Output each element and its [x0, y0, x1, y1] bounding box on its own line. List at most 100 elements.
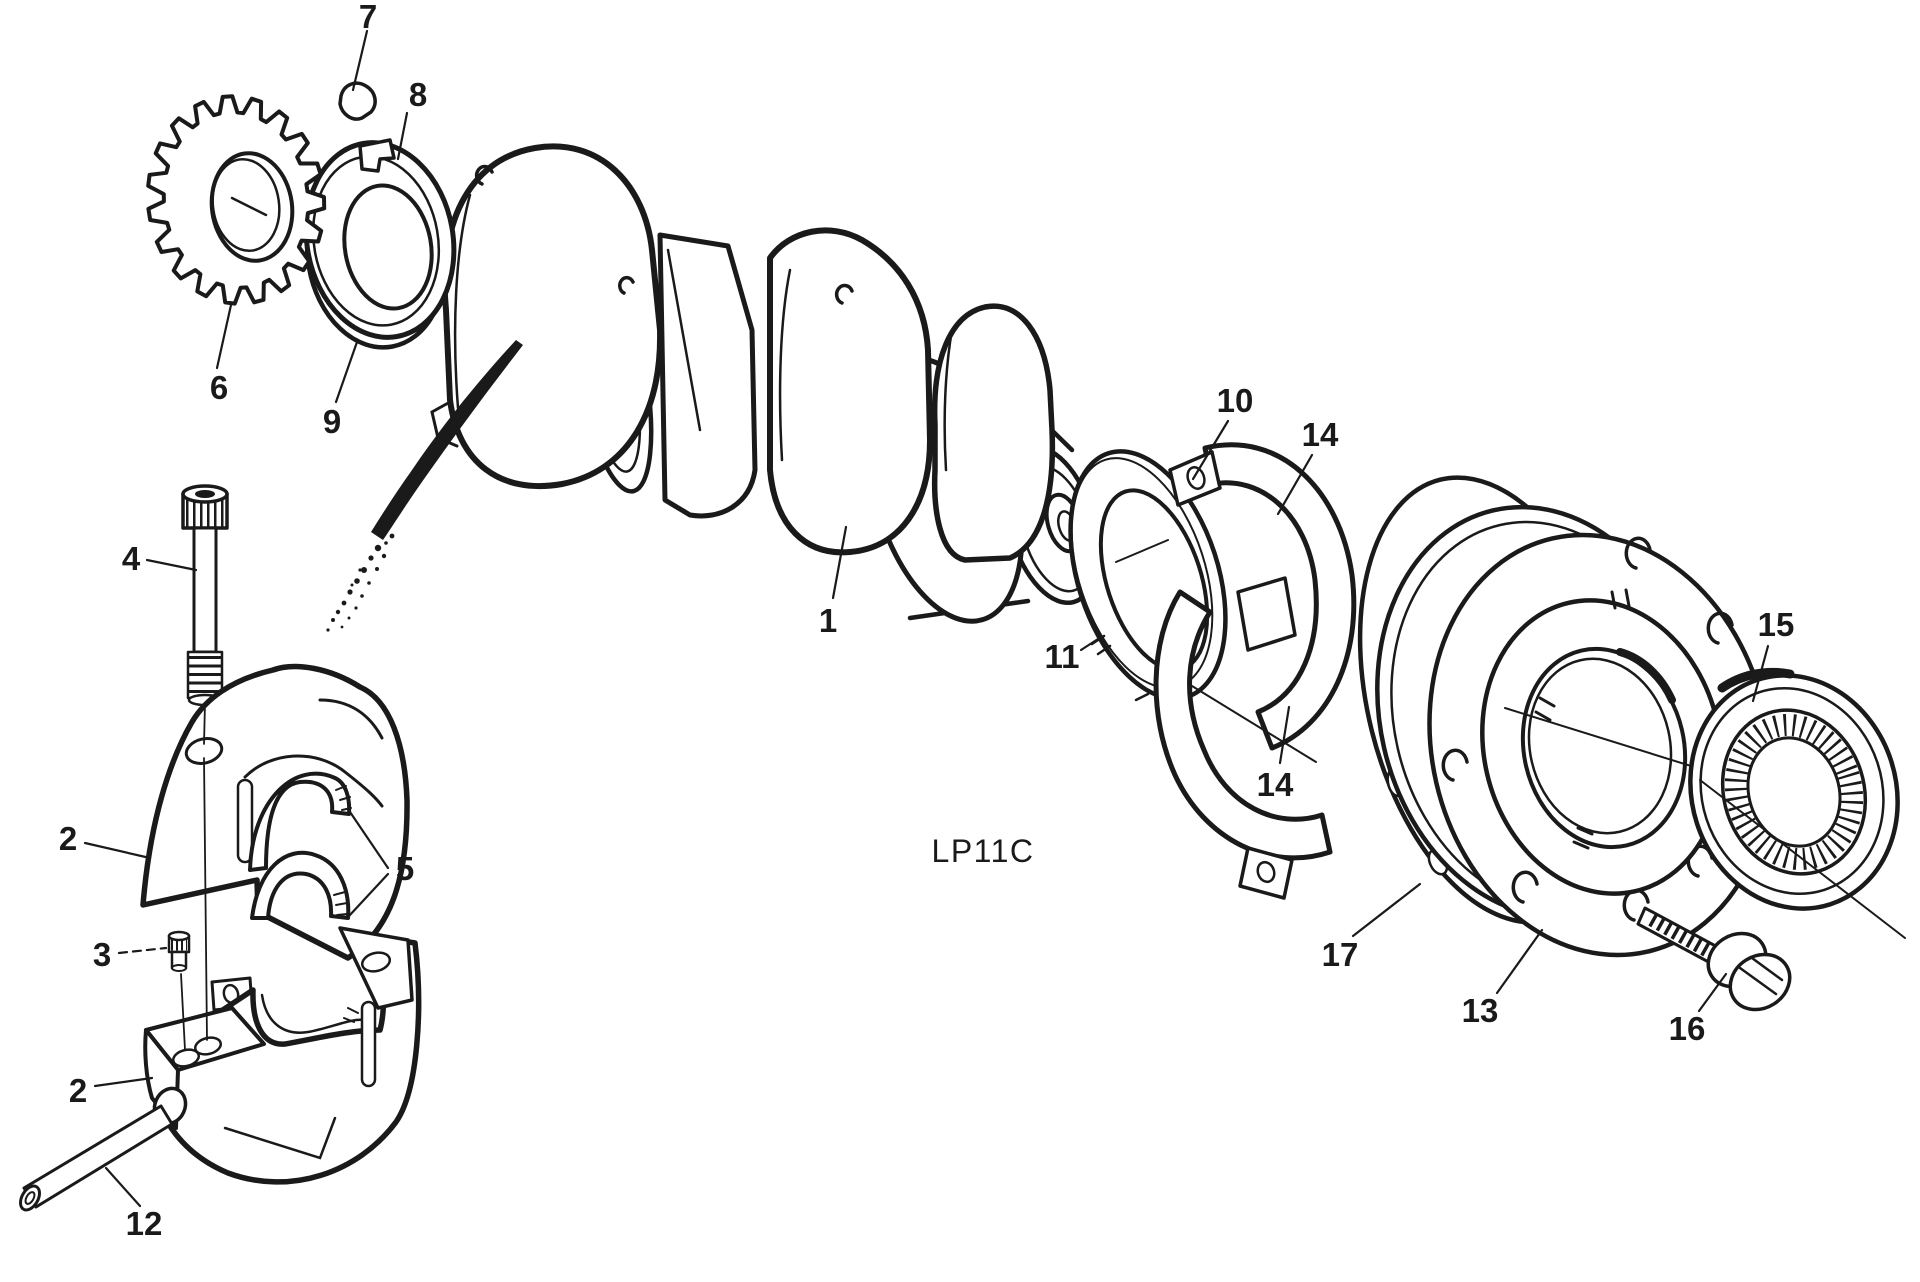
- woodruff-key-drawing: [338, 81, 377, 121]
- callout-number: 6: [210, 369, 228, 406]
- crank-web-plate: [657, 232, 758, 519]
- cap-shells-drawing: [210, 771, 352, 1012]
- crank-cw1-detail: [453, 193, 472, 410]
- callout-woodruff-key: 7: [351, 0, 377, 92]
- callout-number: 14: [1302, 416, 1339, 453]
- cap-bolt-axis-lower: [203, 757, 208, 1041]
- locating-plug-drawing: [167, 930, 191, 1051]
- crank-cw2-detail: [778, 268, 792, 462]
- callout-locating-plug: 3: [93, 936, 168, 973]
- callouts-layer: 1 2 2 3 4 5 6 7: [59, 0, 1795, 1242]
- leader-line: [1697, 972, 1728, 1013]
- callout-bearing-shell-lower: 14: [1257, 705, 1294, 803]
- housing-bolt-drawing: [1636, 906, 1792, 1012]
- seal-rim: [1699, 687, 1885, 895]
- cap-upper-inner-curve: [318, 698, 384, 740]
- housing-hole-2: [1706, 611, 1734, 645]
- crank-counterweight-2: [767, 227, 933, 556]
- callout-crankshaft-gear: 6: [210, 303, 233, 406]
- callout-number: 3: [93, 936, 111, 973]
- leader-line: [83, 841, 152, 860]
- seal-top-shadow: [1717, 667, 1795, 693]
- leader-line: [1495, 928, 1544, 995]
- callout-thrust-washer: 8: [396, 76, 427, 161]
- leader-line: [1079, 637, 1100, 652]
- callout-cap-bearing-shells: 5: [347, 810, 414, 918]
- housing-bore-shadow: [1616, 648, 1676, 704]
- callout-number: 1: [819, 602, 837, 639]
- leader-line: [831, 525, 848, 600]
- crank-counterweight-1: [441, 143, 664, 490]
- plug-axis-line: [180, 973, 186, 1051]
- thrust-washer-drawing: [303, 138, 457, 340]
- housing-tick-bottom: [1572, 826, 1594, 850]
- callout-number: 15: [1758, 606, 1795, 643]
- callout-bearing-cap-upper: 2: [59, 820, 152, 860]
- motion-arrow-swoosh: [326, 340, 523, 632]
- callout-number: 7: [359, 0, 377, 35]
- woodruff-key: [338, 81, 377, 121]
- cap-lower-bore-depth: [260, 993, 366, 1034]
- callout-number: 5: [396, 850, 414, 887]
- thrust-washer-bore: [342, 183, 434, 311]
- callout-number: 12: [126, 1205, 163, 1242]
- leader-line: [215, 303, 233, 370]
- bearing-shell-lower-drawing: [1153, 589, 1333, 900]
- shell-upper-notch: [1236, 576, 1297, 652]
- seal-bore: [1746, 736, 1842, 848]
- callout-crankshaft: 1: [819, 525, 848, 639]
- cap-upper-inner-arc: [243, 754, 384, 808]
- crankshaft-gear-drawing: [146, 94, 327, 306]
- cap-upper-bolt-hole: [184, 737, 224, 765]
- callout-thrust-washer-ring: 10: [1191, 382, 1253, 481]
- crank-oil-hole-2: [834, 283, 854, 305]
- callout-oil-seal: 15: [1751, 606, 1795, 703]
- callout-number: 16: [1669, 1010, 1706, 1047]
- cap-bolt-shank: [192, 526, 218, 654]
- callout-spacer-ring: 9: [323, 340, 359, 440]
- callout-number: 11: [1045, 638, 1080, 675]
- callout-cap-bolt: 4: [122, 540, 198, 577]
- cap-upper-body: [140, 663, 410, 961]
- callout-number: 17: [1322, 936, 1359, 973]
- callout-housing-bolt: 16: [1669, 972, 1728, 1047]
- leader-line: [348, 810, 390, 870]
- seal-housing-drawing: [1375, 504, 1773, 958]
- leader-line: [1278, 705, 1291, 765]
- thrust-ring-split-c: [1134, 692, 1150, 702]
- cap-shell-upper: [248, 771, 352, 872]
- swoosh-blade: [371, 340, 523, 540]
- shell-lower-band: [1153, 589, 1333, 861]
- callout-bearing-cap-lower: 2: [69, 1072, 154, 1109]
- housing-tick-left: [1534, 696, 1556, 722]
- cap-lower-hole-right: [360, 951, 392, 973]
- leader-line: [396, 111, 409, 161]
- callout-number: 8: [409, 76, 427, 113]
- thrust-ring-centerline: [1115, 539, 1169, 563]
- callout-number: 4: [122, 540, 141, 577]
- leader-line: [1276, 453, 1314, 516]
- cap-upper-slot: [236, 778, 254, 864]
- callout-number: 9: [323, 403, 341, 440]
- crank-counterweight-3: [931, 303, 1056, 563]
- plug-tip: [171, 964, 187, 972]
- oil-seal-drawing: [1688, 667, 1906, 939]
- cap-bolt-socket: [195, 490, 215, 498]
- leader-line: [93, 1076, 154, 1088]
- housing-tick-top: [1610, 588, 1631, 610]
- crankshaft-drawing: [430, 143, 1101, 624]
- callout-gasket: 17: [1322, 882, 1422, 973]
- leader-line: [351, 29, 369, 92]
- cap-lower-bore-hatch: [343, 1007, 359, 1023]
- callout-number: 13: [1462, 992, 1499, 1029]
- crank-oil-hole-3: [618, 275, 635, 295]
- callout-number: 14: [1257, 766, 1294, 803]
- dowel-pin-drawing: [19, 1104, 174, 1212]
- callout-seal-housing: 13: [1462, 928, 1544, 1029]
- swoosh-stipple: [326, 533, 395, 632]
- housing-bore: [1520, 646, 1688, 850]
- housing-hole-5: [1511, 870, 1539, 904]
- leader-line: [334, 340, 359, 404]
- crank-cw3-detail: [943, 328, 954, 472]
